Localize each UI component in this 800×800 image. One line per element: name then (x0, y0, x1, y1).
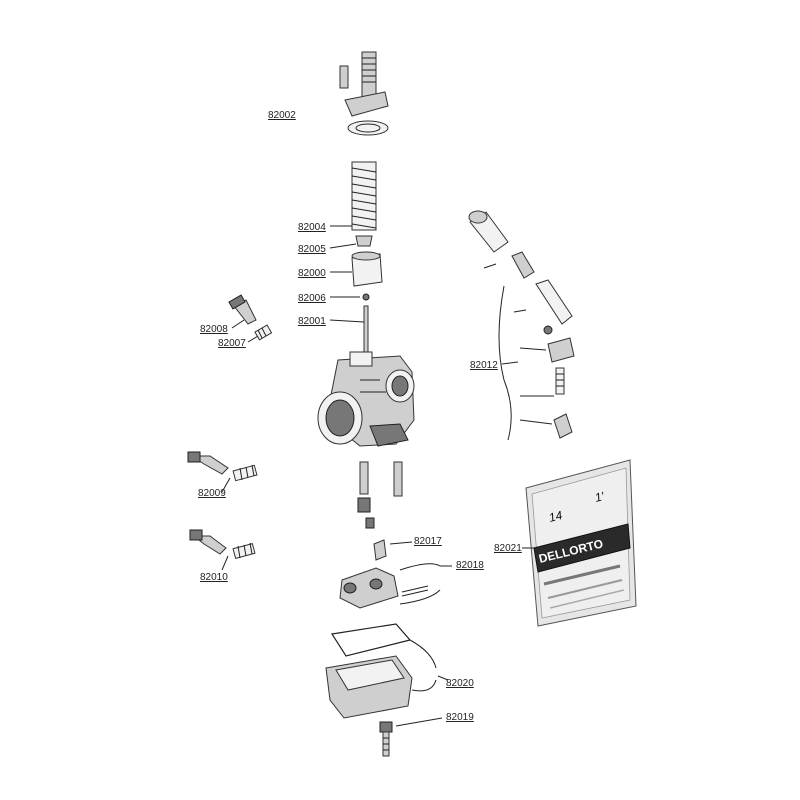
part-82018-float (339, 563, 441, 609)
label-82020: 82020 (446, 678, 474, 689)
part-82010-screw-spring (189, 529, 256, 560)
part-82009-screw-spring (187, 451, 258, 482)
part-82019-screw (379, 721, 393, 757)
leader-82017 (389, 541, 413, 545)
label-82009: 82009 (198, 488, 226, 499)
part-82006-clip (362, 293, 370, 301)
label-82017: 82017 (414, 536, 442, 547)
label-82012: 82012 (470, 360, 498, 371)
part-82005-retainer (355, 235, 373, 247)
label-82010: 82010 (200, 572, 228, 583)
leader-82009 (221, 477, 231, 493)
leader-82012 (501, 361, 519, 365)
label-82019: 82019 (446, 712, 474, 723)
label-82021: 82021 (494, 543, 522, 554)
label-82006: 82006 (298, 293, 326, 304)
label-82002: 82002 (268, 110, 296, 121)
part-82002-cap-assembly (339, 51, 389, 136)
leader-82010 (221, 555, 229, 571)
leader-82007 (247, 335, 259, 343)
part-82021-dellorto-gasket-bag: DELLORTO 14 1' (525, 459, 637, 627)
leader-82001 (329, 319, 365, 323)
part-82017-float-needle (373, 539, 387, 561)
part-82004-spring (351, 161, 377, 231)
carburetor-body (317, 351, 415, 447)
leader-82005 (329, 243, 357, 249)
leader-82008 (231, 319, 245, 329)
part-82012-fuel-inlet-group (468, 210, 575, 441)
bag-handwriting-left: 14 (547, 508, 564, 525)
label-82005: 82005 (298, 244, 326, 255)
label-82007: 82007 (218, 338, 246, 349)
label-82018: 82018 (456, 560, 484, 571)
label-82008: 82008 (200, 324, 228, 335)
part-82007-spring (254, 324, 273, 341)
part-82000-throttle-slide (351, 251, 383, 287)
leader-82020 (437, 675, 449, 681)
part-82001-needle (363, 305, 369, 353)
label-82004: 82004 (298, 222, 326, 233)
label-82001: 82001 (298, 316, 326, 327)
part-82008-screw (228, 294, 257, 325)
part-82020-float-bowl (325, 623, 437, 719)
bag-handwriting-right: 1' (593, 489, 606, 505)
leader-82019 (395, 717, 443, 727)
label-82000: 82000 (298, 268, 326, 279)
jets-below-body (357, 461, 403, 529)
